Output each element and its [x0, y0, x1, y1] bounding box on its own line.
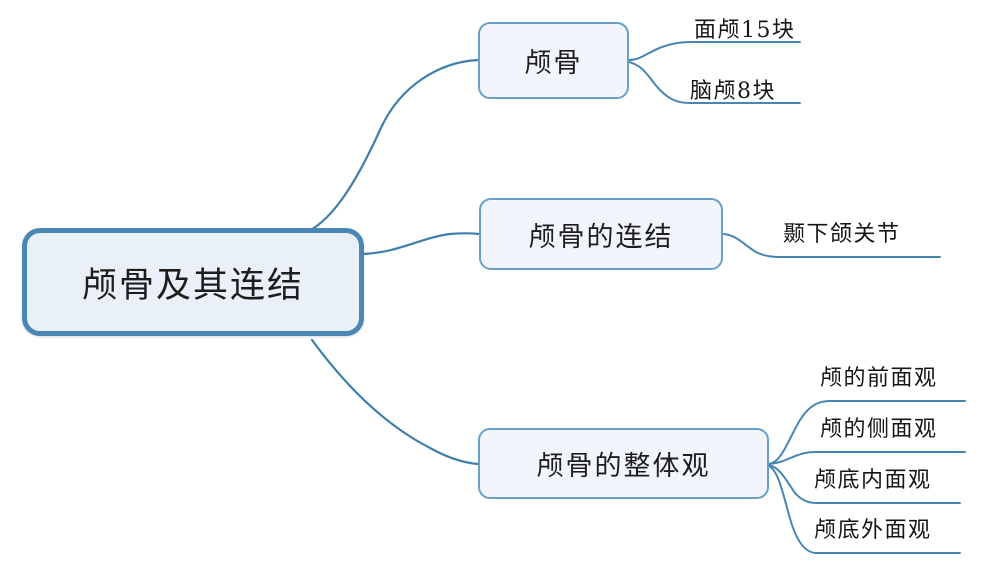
leaf-node-temporomandibular-joint[interactable]: 颞下颌关节 — [783, 222, 901, 247]
edge-branch3-to-leaf-4 — [768, 465, 961, 554]
branch-node-label: 颅骨的连结 — [528, 221, 674, 253]
leaf-node-lateral-view[interactable]: 颅的侧面观 — [820, 417, 938, 442]
edge-root-to-branch-3 — [310, 338, 480, 466]
branch-node-skull-overview[interactable]: 颅骨的整体观 — [478, 428, 769, 499]
branch-node-label: 颅骨的整体观 — [536, 451, 711, 482]
branch-node-skull-bones[interactable]: 颅骨 — [478, 22, 629, 99]
edge-root-to-branch-1 — [298, 58, 480, 237]
branch-node-label: 颅骨 — [524, 48, 583, 79]
edge-branch3-to-leaf-3 — [768, 464, 961, 504]
edge-branch1-to-leaf-2 — [628, 61, 801, 104]
root-node-label: 颅骨及其连结 — [81, 265, 304, 306]
branch-node-skull-joints[interactable]: 颅骨的连结 — [479, 198, 723, 270]
edge-branch2-to-leaf-1 — [722, 233, 941, 258]
leaf-node-cranial-bones[interactable]: 脑颅8块 — [690, 79, 776, 104]
edge-root-to-branch-2 — [362, 232, 481, 256]
edge-branch3-to-leaf-2 — [768, 451, 966, 465]
leaf-node-external-base-view[interactable]: 颅底外面观 — [814, 518, 932, 543]
edge-branch1-to-leaf-1 — [628, 41, 801, 61]
root-node[interactable]: 颅骨及其连结 — [22, 228, 364, 336]
edge-branch3-to-leaf-1 — [768, 400, 966, 465]
leaf-node-internal-base-view[interactable]: 颅底内面观 — [814, 468, 932, 493]
leaf-node-facial-bones[interactable]: 面颅15块 — [694, 18, 796, 43]
leaf-node-anterior-view[interactable]: 颅的前面观 — [820, 366, 938, 391]
